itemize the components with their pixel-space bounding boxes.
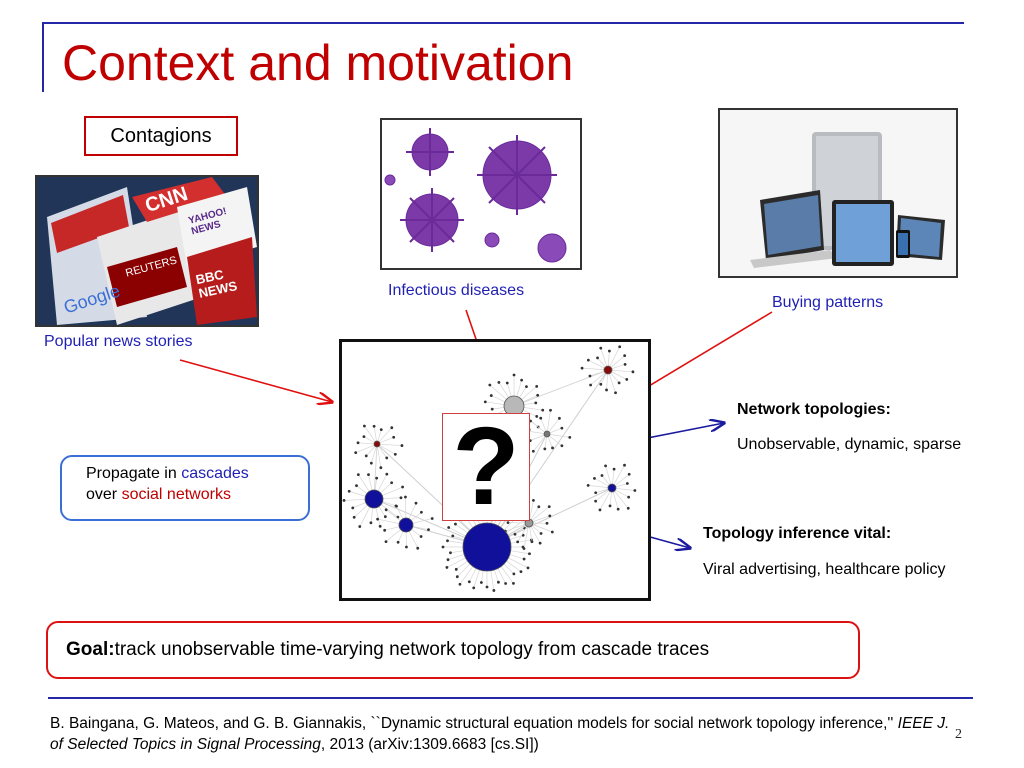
diseases-caption: Infectious diseases	[388, 282, 525, 299]
propagate-line-1: Propagate in cascades	[86, 465, 249, 482]
title-accent-bar	[42, 22, 44, 92]
propagate-line-2: over social networks	[86, 486, 231, 503]
network-graph-image: ?	[339, 339, 651, 601]
goal-text: track unobservable time-varying network …	[114, 639, 710, 660]
topology-inference-heading: Topology inference vital:	[703, 525, 892, 542]
title-rule	[42, 22, 964, 24]
social-networks-highlight: social networks	[121, 486, 231, 503]
network-topologies-text: Unobservable, dynamic, sparse	[737, 436, 962, 453]
news-caption: Popular news stories	[44, 333, 193, 350]
page-number: 2	[955, 727, 962, 742]
network-topologies-heading: Network topologies:	[737, 401, 891, 418]
journal-name: IEEE J. of Selected Topics in Signal Pro…	[50, 715, 950, 753]
contagions-label: Contagions	[84, 116, 238, 156]
devices-image	[718, 108, 958, 278]
buying-caption: Buying patterns	[772, 294, 884, 311]
propagate-box: Propagate in cascades over social networ…	[60, 455, 310, 521]
virus-image	[380, 118, 582, 270]
question-mark: ?	[442, 412, 530, 522]
reference-citation: B. Baingana, G. Mateos, and G. B. Gianna…	[50, 715, 950, 753]
goal-label: Goal:	[66, 639, 115, 660]
news-websites-image: CNN YAHOO! NEWS REUTERS BBC NEWS Google	[35, 175, 259, 327]
footer-rule	[48, 697, 973, 699]
goal-box: Goal: track unobservable time-varying ne…	[46, 621, 860, 679]
news-arrow	[179, 359, 332, 402]
network-graph	[342, 345, 637, 592]
cascades-highlight: cascades	[181, 465, 249, 482]
slide-title: Context and motivation	[62, 35, 574, 91]
topology-inference-text: Viral advertising, healthcare policy	[703, 561, 946, 578]
